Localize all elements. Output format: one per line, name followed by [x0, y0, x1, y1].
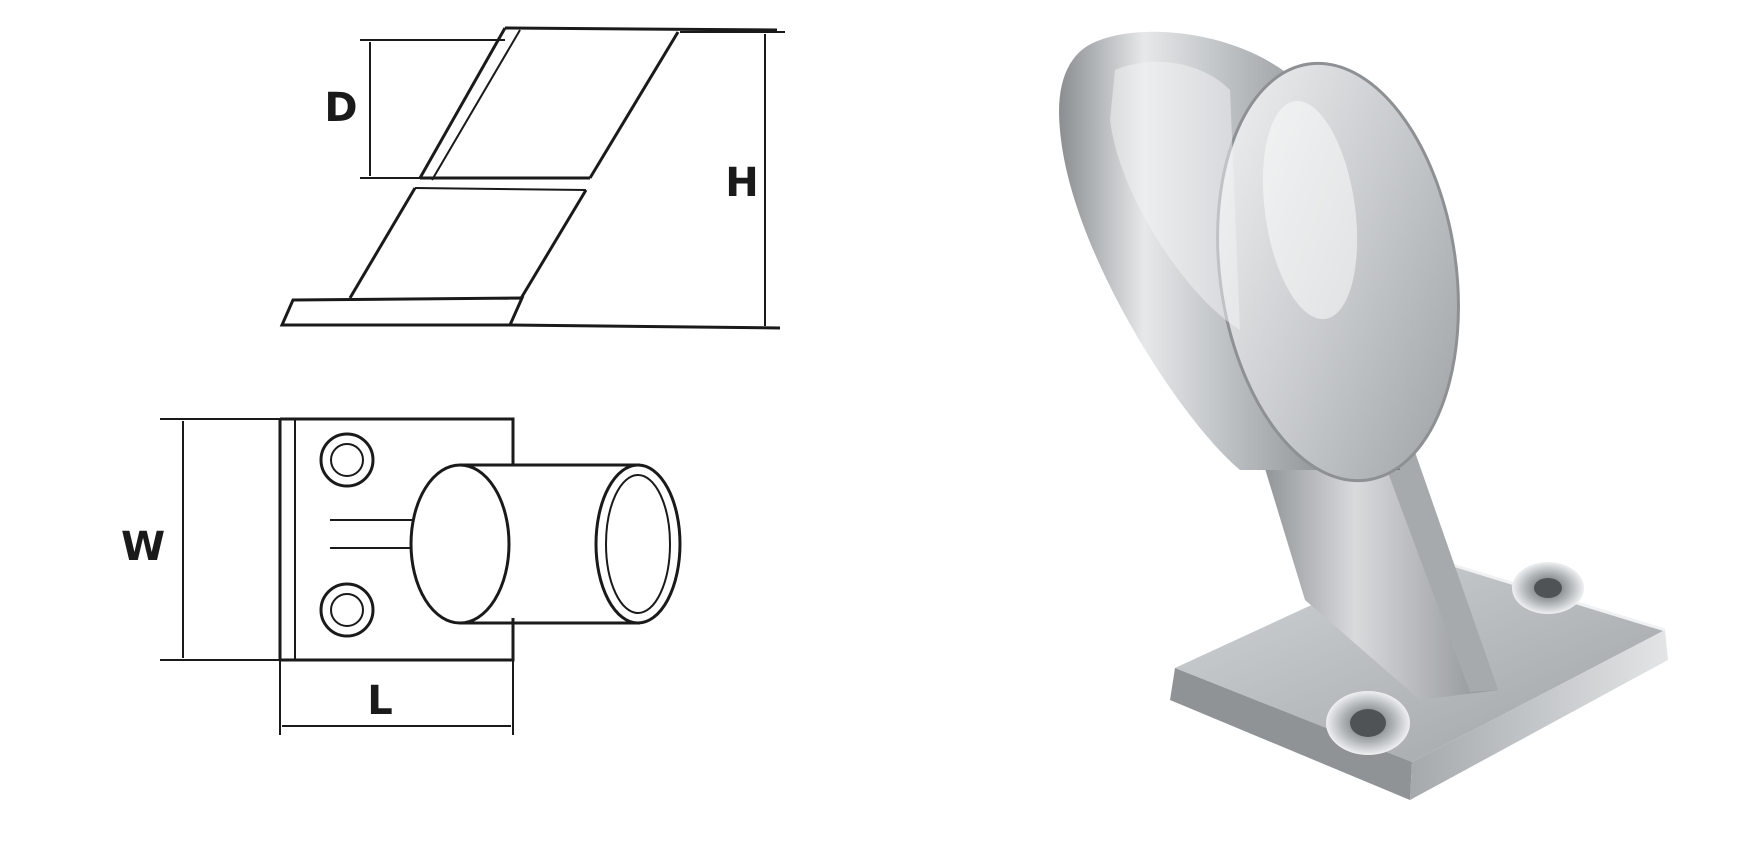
side-view-stem-right [518, 189, 588, 301]
top-view-tube-bore [605, 474, 671, 614]
top-view-drawing [160, 417, 682, 735]
dim-label-h: H [725, 160, 758, 206]
dim-label-w: W [121, 524, 165, 570]
side-view-drawing [279, 26, 785, 330]
side-view-band-bottom [414, 187, 587, 191]
product-photo [1059, 31, 1668, 800]
screw-hole-top [319, 432, 375, 488]
top-view-tube-face [409, 463, 511, 625]
top-view-plate-top [280, 417, 515, 465]
side-view-inner-edge [431, 29, 521, 181]
side-view-left-edge [418, 27, 507, 179]
dim-label-d: D [324, 85, 357, 131]
photo-base-plate [1170, 553, 1668, 800]
top-view-tube-end [594, 463, 682, 625]
side-view-right-edge [588, 31, 680, 179]
side-view-base-plate [279, 296, 525, 327]
side-view-stem-left [348, 187, 417, 299]
screw-hole-bottom [319, 582, 375, 638]
dim-label-l: L [367, 678, 393, 724]
side-view-baseline [509, 323, 781, 330]
side-view-top-edge [504, 26, 778, 32]
